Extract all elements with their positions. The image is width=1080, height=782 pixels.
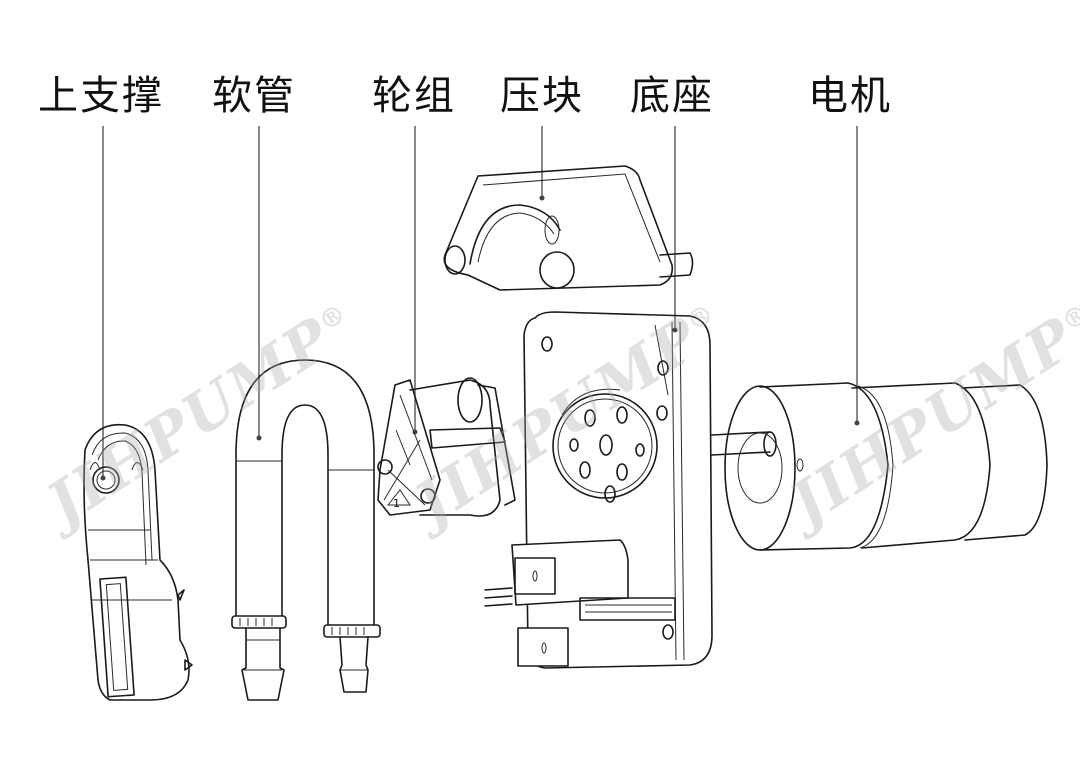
roller-number: 1 (393, 497, 400, 510)
part-motor (711, 382, 1048, 551)
label-motor: 电机 (808, 73, 892, 119)
part-base (484, 311, 713, 669)
label-base: 底座 (630, 73, 714, 119)
leader-dot-base (672, 327, 678, 333)
rotor-holes (569, 406, 645, 503)
fitting-nut-right (323, 624, 381, 638)
leader-lines (100, 126, 860, 481)
leader-dot-pressure-block (539, 195, 545, 201)
leader-dot-upper-support (100, 475, 106, 481)
part-hose (231, 359, 381, 701)
label-roller-set: 轮组 (372, 73, 456, 119)
part-pressure-block (443, 165, 694, 291)
label-hose: 软管 (212, 73, 296, 119)
part-roller-set: 1 (377, 377, 516, 517)
leader-dot-motor (854, 420, 860, 426)
label-upper-support: 上支撑 (38, 73, 164, 119)
label-pressure-block: 压块 (500, 73, 584, 119)
part-upper-support (83, 423, 193, 701)
leader-dot-hose (256, 435, 262, 441)
